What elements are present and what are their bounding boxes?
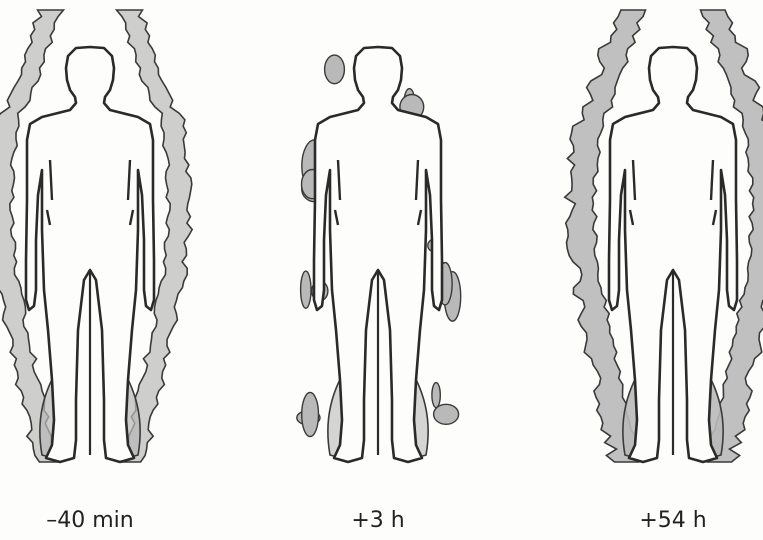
body-figure-2 [297, 47, 461, 462]
caption-figure-3: +54 h [639, 508, 706, 533]
aura-patch [434, 404, 459, 424]
aura-patch [325, 55, 345, 84]
body-figure-3 [565, 10, 763, 462]
aura-patch [432, 383, 440, 408]
aura-patch [302, 392, 319, 436]
body-figure-1 [0, 10, 192, 462]
caption-figure-1: –40 min [46, 508, 133, 533]
caption-figure-2: +3 h [351, 508, 404, 533]
aura-patch [301, 271, 311, 308]
